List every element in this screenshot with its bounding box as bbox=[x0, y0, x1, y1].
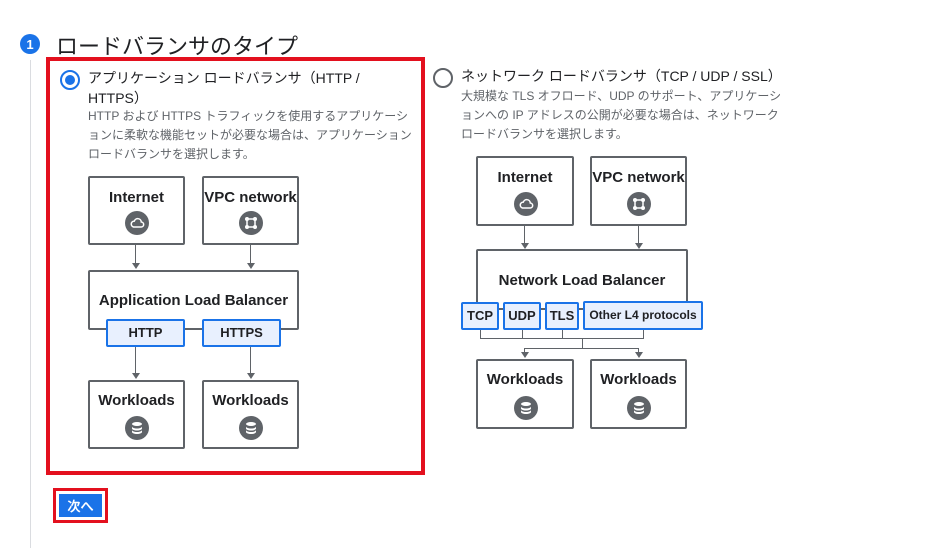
network-lb-title: ネットワーク ロードバランサ（TCP / UDP / SSL） bbox=[461, 68, 782, 84]
database-icon bbox=[239, 416, 263, 440]
workloads-box: Workloads bbox=[202, 380, 299, 449]
connector-line bbox=[480, 330, 481, 338]
step-connector-line bbox=[30, 60, 31, 548]
connector-line bbox=[524, 348, 525, 353]
vpc-network-box: VPC network bbox=[590, 156, 687, 226]
next-button[interactable]: 次へ bbox=[59, 494, 102, 517]
connector-line bbox=[250, 347, 251, 374]
arrow-down-icon bbox=[521, 243, 529, 249]
arrow-down-icon bbox=[132, 263, 140, 269]
vpc-network-box: VPC network bbox=[202, 176, 299, 245]
desc-line-1: 大規模な TLS オフロード、UDP のサポート、アプリケーシ bbox=[461, 89, 782, 103]
title-line-1: アプリケーション ロードバランサ（HTTP / bbox=[88, 70, 360, 86]
internet-label: Internet bbox=[497, 169, 553, 186]
protocol-udp: UDP bbox=[503, 302, 541, 330]
connector-line bbox=[524, 348, 639, 349]
internet-box: Internet bbox=[476, 156, 574, 226]
connector-line bbox=[638, 348, 639, 353]
arrow-down-icon bbox=[132, 373, 140, 379]
cloud-icon bbox=[125, 211, 149, 235]
workloads-box: Workloads bbox=[476, 359, 574, 429]
protocol-other-l4: Other L4 protocols bbox=[583, 301, 703, 330]
connector-line bbox=[638, 226, 639, 244]
arrow-down-icon bbox=[635, 243, 643, 249]
internet-label: Internet bbox=[108, 189, 164, 206]
desc-line-2: ョンに柔軟な機能セットが必要な場合は、アプリケーション bbox=[88, 128, 412, 142]
workloads-label: Workloads bbox=[212, 392, 289, 409]
workloads-label: Workloads bbox=[600, 371, 677, 388]
application-lb-option[interactable]: アプリケーション ロードバランサ（HTTP / HTTPS） HTTP および … bbox=[46, 57, 425, 475]
application-lb-radio[interactable] bbox=[60, 70, 80, 90]
connector-line bbox=[562, 330, 563, 338]
database-icon bbox=[125, 416, 149, 440]
arrow-down-icon bbox=[247, 263, 255, 269]
desc-line-1: HTTP および HTTPS トラフィックを使用するアプリケーシ bbox=[88, 109, 408, 123]
database-icon bbox=[627, 396, 651, 420]
application-lb-title: アプリケーション ロードバランサ（HTTP / HTTPS） bbox=[88, 68, 360, 108]
vpc-network-label: VPC network bbox=[592, 169, 685, 186]
connector-line bbox=[135, 347, 136, 374]
network-lb-radio[interactable] bbox=[433, 68, 453, 88]
step-number-badge: 1 bbox=[20, 34, 40, 54]
database-icon bbox=[514, 396, 538, 420]
arrow-down-icon bbox=[635, 352, 643, 358]
protocol-https: HTTPS bbox=[202, 319, 281, 347]
workloads-box: Workloads bbox=[590, 359, 687, 429]
workloads-box: Workloads bbox=[88, 380, 185, 449]
step-title: ロードバランサのタイプ bbox=[56, 34, 299, 59]
balancer-label: Application Load Balancer bbox=[98, 292, 289, 309]
desc-line-3: ロードバランサを選択します。 bbox=[88, 147, 255, 161]
arrow-down-icon bbox=[521, 352, 529, 358]
protocol-tls: TLS bbox=[545, 302, 579, 330]
network-load-balancer-box: Network Load Balancer bbox=[476, 249, 688, 310]
arrow-down-icon bbox=[247, 373, 255, 379]
connector-line bbox=[524, 226, 525, 244]
title-line-2: HTTPS） bbox=[88, 90, 148, 106]
cloud-icon bbox=[514, 192, 538, 216]
internet-box: Internet bbox=[88, 176, 185, 245]
desc-line-3: ロードバランサを選択します。 bbox=[461, 127, 628, 141]
network-lb-description: 大規模な TLS オフロード、UDP のサポート、アプリケーシ ョンへの IP … bbox=[461, 87, 781, 144]
network-lb-option[interactable]: ネットワーク ロードバランサ（TCP / UDP / SSL） 大規模な TLS… bbox=[432, 57, 792, 437]
connector-line bbox=[582, 338, 583, 348]
balancer-label: Network Load Balancer bbox=[498, 272, 666, 289]
network-hub-icon bbox=[627, 192, 651, 216]
selection-highlight bbox=[46, 57, 425, 475]
connector-line bbox=[522, 330, 523, 338]
network-hub-icon bbox=[239, 211, 263, 235]
next-button-highlight: 次へ bbox=[53, 488, 108, 523]
connector-line bbox=[250, 245, 251, 264]
connector-line bbox=[643, 330, 644, 338]
workloads-label: Workloads bbox=[98, 392, 175, 409]
protocol-http: HTTP bbox=[106, 319, 185, 347]
vpc-network-label: VPC network bbox=[204, 189, 297, 206]
application-lb-description: HTTP および HTTPS トラフィックを使用するアプリケーシ ョンに柔軟な機… bbox=[88, 107, 412, 164]
desc-line-2: ョンへの IP アドレスの公開が必要な場合は、ネットワーク bbox=[461, 108, 779, 122]
connector-line bbox=[135, 245, 136, 264]
connector-line bbox=[480, 338, 644, 339]
workloads-label: Workloads bbox=[486, 371, 564, 388]
protocol-tcp: TCP bbox=[461, 302, 499, 330]
